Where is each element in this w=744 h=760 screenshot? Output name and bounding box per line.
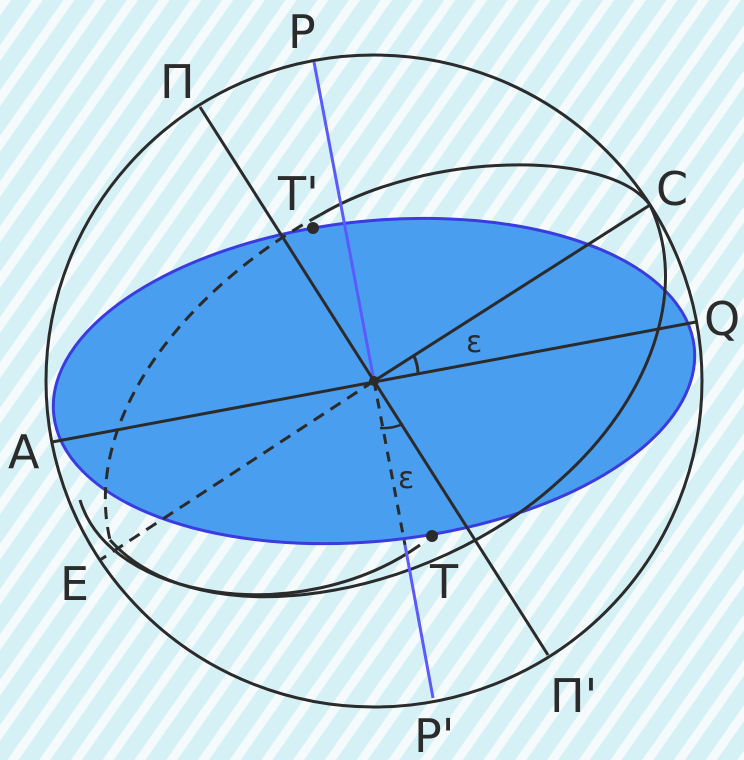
angle-arc-upper [412, 355, 420, 374]
label-pi: Π [160, 55, 195, 109]
outer-sphere [44, 53, 704, 709]
label-epsilon-lower: ε [398, 461, 414, 496]
lower-great-circle-arc [78, 499, 421, 597]
point-t [426, 530, 438, 542]
ecliptic-line-front [373, 203, 651, 383]
label-t: T [429, 555, 459, 609]
label-epsilon-upper: ε [466, 325, 482, 360]
label-p: P [288, 5, 316, 59]
angle-arc-lower [379, 422, 404, 430]
label-c: C [656, 162, 688, 216]
label-e: E [60, 557, 89, 611]
label-a: A [8, 425, 40, 479]
ecliptic-line-back [99, 379, 375, 562]
label-t-prime: T' [277, 167, 319, 221]
polar-axis-lower [403, 544, 435, 699]
tilted-great-circle-top [319, 163, 652, 217]
polar-axis-lower-dashed [372, 380, 407, 546]
point-t-prime [307, 222, 319, 234]
label-q: Q [704, 292, 740, 346]
label-p-prime: P' [414, 709, 454, 760]
label-pi-prime: Π' [550, 669, 597, 723]
center-point [369, 376, 379, 386]
polar-axis-upper [312, 61, 376, 382]
